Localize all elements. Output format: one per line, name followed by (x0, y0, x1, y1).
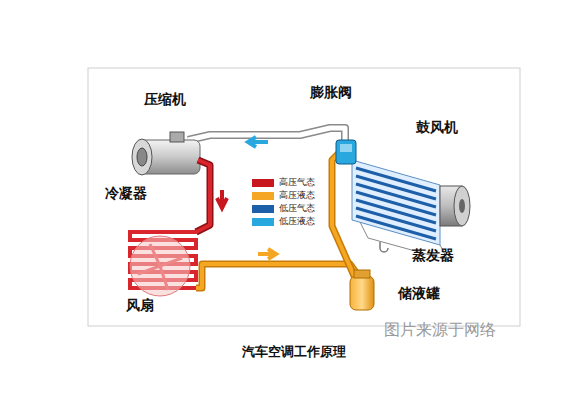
part-label: 储液罐 (398, 285, 440, 303)
part-label: 冷凝器 (105, 185, 147, 203)
flow-arrow (248, 137, 268, 147)
suction-pipe (188, 128, 345, 140)
part-label: 风扇 (126, 297, 154, 315)
liquid-pipe (196, 264, 360, 288)
receiver-drier (350, 270, 374, 310)
legend-text: 低压液态 (279, 215, 315, 228)
legend-text: 高压液态 (279, 189, 315, 202)
frame (88, 68, 520, 326)
expansion-valve (336, 140, 356, 164)
caption: 汽车空调工作原理 (242, 343, 346, 361)
compressor (132, 132, 200, 175)
legend-text: 低压气态 (279, 202, 315, 215)
legend-swatch (252, 179, 274, 187)
fitting (380, 242, 388, 252)
legend-text: 高压气态 (279, 176, 315, 189)
watermark: 图片来源于网络 (384, 320, 496, 341)
discharge-pipe (196, 160, 210, 232)
flow-arrow (217, 190, 227, 208)
legend-row: 高压液态 (252, 189, 315, 202)
legend-row: 低压液态 (252, 215, 315, 228)
part-label: 蒸发器 (412, 247, 454, 265)
fan (130, 236, 190, 296)
evaporator (352, 160, 448, 260)
legend-row: 高压气态 (252, 176, 315, 189)
legend-swatch (252, 205, 274, 213)
part-label: 鼓风机 (416, 119, 458, 137)
legend-swatch (252, 192, 274, 200)
blower (440, 186, 470, 226)
part-label: 压缩机 (144, 91, 186, 109)
part-label: 膨胀阀 (310, 84, 352, 102)
legend-swatch (252, 218, 274, 226)
flow-arrow (258, 249, 276, 259)
legend-row: 低压气态 (252, 202, 315, 215)
